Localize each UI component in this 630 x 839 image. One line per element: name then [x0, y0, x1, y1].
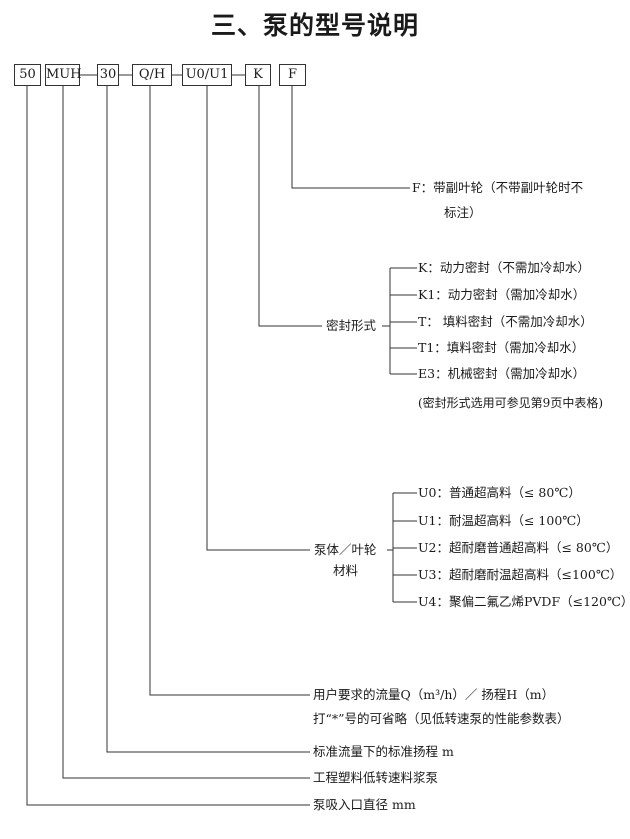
seal-item: K1：动力密封（需加冷却水） — [418, 287, 586, 302]
material-label-line2: 材料 — [333, 563, 359, 578]
material-item: U4：聚偏二氟乙烯PVDF（≤120℃） — [418, 594, 630, 609]
code-box-impeller: F — [279, 64, 306, 86]
code-box-material: U0/U1 — [182, 64, 232, 86]
material-item: U1：耐温超高料（≤ 100℃） — [418, 513, 589, 528]
inlet-diameter-desc: 泵吸入口直径 mm — [313, 797, 416, 812]
pump-type-desc: 工程塑料低转速料浆泵 — [313, 770, 439, 785]
code-box-series: MUH — [45, 64, 82, 86]
seal-item: E3：机械密封（需加冷却水） — [418, 366, 586, 381]
code-box-head: 30 — [97, 64, 119, 86]
impeller-desc-line2: 标注） — [444, 205, 482, 220]
code-box-seal: K — [245, 64, 271, 86]
code-box-diameter: 50 — [14, 64, 41, 86]
standard-head-desc: 标准流量下的标准扬程 m — [313, 744, 454, 759]
material-item: U2：超耐磨普通超高料（≤ 80℃） — [418, 540, 619, 555]
material-item: U0：普通超高料（≤ 80℃） — [418, 485, 581, 500]
seal-item: T： 填料密封（不需加冷却水） — [418, 314, 593, 329]
material-label-line1: 泵体／叶轮 — [314, 542, 377, 557]
seal-note: (密封形式选用可参见第9页中表格) — [418, 396, 603, 410]
page-title: 三、泵的型号说明 — [210, 11, 419, 40]
flow-head-desc: 用户要求的流量Q（m³/h）／ 扬程H（m） — [313, 687, 555, 702]
flow-head-note: 打“*”号的可省略（见低转速泵的性能参数表） — [313, 711, 570, 726]
seal-item: K：动力密封（不需加冷却水） — [418, 260, 590, 275]
material-item: U3：超耐磨耐温超高料（≤100℃） — [418, 567, 623, 582]
seal-item: T1：填料密封（需加冷却水） — [418, 340, 585, 355]
seal-label: 密封形式 — [326, 318, 377, 333]
impeller-desc-line1: F：带副叶轮（不带副叶轮时不 — [412, 180, 584, 195]
code-box-flow-head: Q/H — [132, 64, 172, 86]
